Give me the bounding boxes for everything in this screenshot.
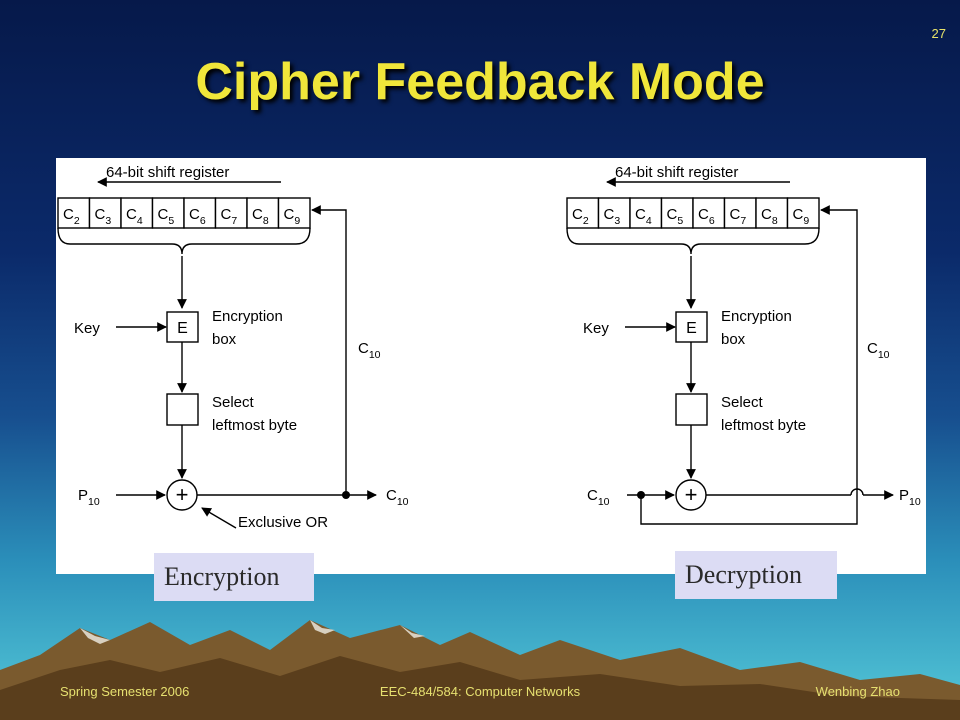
register-cell-label: C9	[793, 206, 810, 227]
xor-pointer-arrow	[201, 507, 237, 529]
xor-label: Exclusive OR	[238, 514, 328, 531]
ciphertext-input-label: C10	[587, 487, 610, 508]
key-label: Key	[74, 320, 100, 337]
register-cell-label: C5	[667, 206, 684, 227]
select-box-caption: leftmost byte	[721, 417, 806, 434]
register-brace	[57, 227, 311, 255]
register-cell-label: C5	[158, 206, 175, 227]
encryption-box-label: E	[177, 320, 188, 337]
shift-register-label: 64-bit shift register	[106, 164, 229, 181]
feedback-line	[640, 205, 858, 525]
page-number: 27	[931, 26, 946, 41]
register-cell-label: C4	[126, 206, 143, 227]
register-cell-label: C9	[284, 206, 301, 227]
encryption-box-caption: box	[721, 331, 746, 348]
register-cell	[660, 197, 694, 229]
register-cell	[786, 197, 820, 229]
encryption-caption: Encryption	[154, 553, 314, 601]
register-cell	[88, 197, 122, 229]
select-box	[166, 393, 199, 426]
feedback-label: C10	[867, 340, 890, 361]
mountain-landscape	[0, 620, 960, 720]
register-cell-label: C3	[604, 206, 621, 227]
encryption-box-caption: Encryption	[212, 308, 283, 325]
register-cell-label: C6	[189, 206, 206, 227]
select-box-caption: Select	[721, 394, 764, 411]
plaintext-input-label: P10	[78, 487, 100, 508]
encryption-box-caption: box	[212, 331, 237, 348]
register-cell-label: C4	[635, 206, 652, 227]
feedback-label: C10	[358, 340, 381, 361]
register-cell-label: C2	[63, 206, 80, 227]
register-cell	[183, 197, 217, 229]
register-cell	[151, 197, 185, 229]
shift-register-label: 64-bit shift register	[615, 164, 738, 181]
footer-semester: Spring Semester 2006	[60, 684, 190, 699]
plaintext-output-label: P10	[899, 487, 921, 508]
register-cell-label: C7	[221, 206, 238, 227]
register-cell-label: C7	[730, 206, 747, 227]
encryption-box	[166, 311, 199, 343]
register-cell	[57, 197, 91, 229]
xor-symbol: +	[685, 482, 698, 507]
register-cell-label: C3	[95, 206, 112, 227]
encryption-box-label: E	[686, 320, 697, 337]
encryption-box-caption: Encryption	[721, 308, 792, 325]
register-cell-label: C2	[572, 206, 589, 227]
register-cell	[120, 197, 154, 229]
register-cell	[277, 197, 311, 229]
register-cell	[723, 197, 757, 229]
register-cell	[629, 197, 663, 229]
feedback-line	[311, 205, 347, 495]
xor-symbol: +	[176, 482, 189, 507]
select-box-caption: leftmost byte	[212, 417, 297, 434]
slide-title: Cipher Feedback Mode	[195, 53, 765, 111]
footer-course: EEC-484/584: Computer Networks	[379, 684, 581, 699]
select-box-caption: Select	[212, 394, 255, 411]
register-brace	[566, 227, 820, 255]
key-label: Key	[583, 320, 609, 337]
select-box	[675, 393, 708, 426]
ciphertext-output-label: C10	[386, 487, 409, 508]
register-cell-label: C8	[252, 206, 269, 227]
register-cell-label: C6	[698, 206, 715, 227]
register-cell-label: C8	[761, 206, 778, 227]
footer-author: Wenbing Zhao	[815, 684, 900, 699]
decryption-caption: Decryption	[675, 551, 837, 599]
